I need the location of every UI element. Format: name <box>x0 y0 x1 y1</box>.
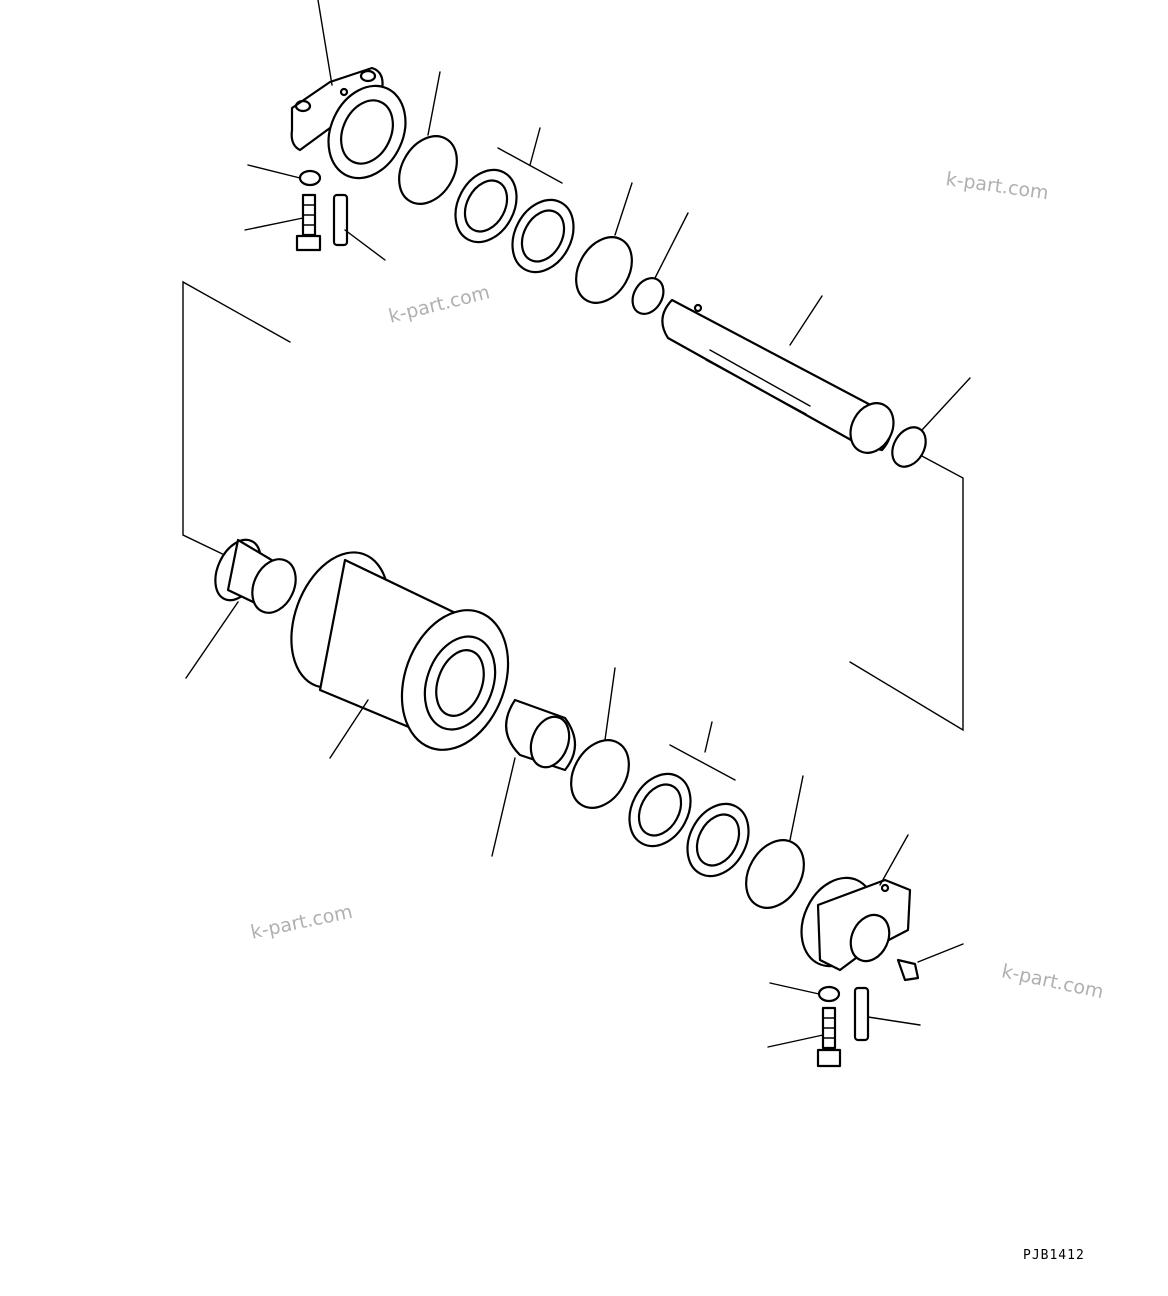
assembly-outline <box>182 280 964 732</box>
right-bushing <box>505 698 577 772</box>
leader-lines <box>185 0 971 1048</box>
drawing-code: PJB1412 <box>1023 1248 1085 1263</box>
lower-collar-bracket <box>800 876 912 972</box>
track-roller-body <box>290 551 510 751</box>
lower-o-ring-2 <box>745 839 805 909</box>
upper-o-ring-2 <box>575 236 633 304</box>
lower-washer <box>817 985 841 1003</box>
lower-floating-seal-pair <box>628 744 750 878</box>
upper-washer <box>298 169 322 187</box>
upper-floating-seal-pair <box>454 147 575 274</box>
left-bushing <box>214 538 297 614</box>
lower-plug <box>896 958 920 982</box>
upper-bolt <box>295 193 322 252</box>
upper-o-ring <box>398 135 458 205</box>
lower-o-ring <box>570 739 630 809</box>
upper-pin <box>332 193 349 247</box>
lower-bolt <box>816 1006 842 1068</box>
shaft-end-o-ring <box>891 426 927 468</box>
upper-collar-bracket <box>290 66 407 180</box>
lower-pin <box>853 986 870 1042</box>
roller-shaft <box>661 298 895 454</box>
upper-o-ring-3 <box>631 277 665 315</box>
